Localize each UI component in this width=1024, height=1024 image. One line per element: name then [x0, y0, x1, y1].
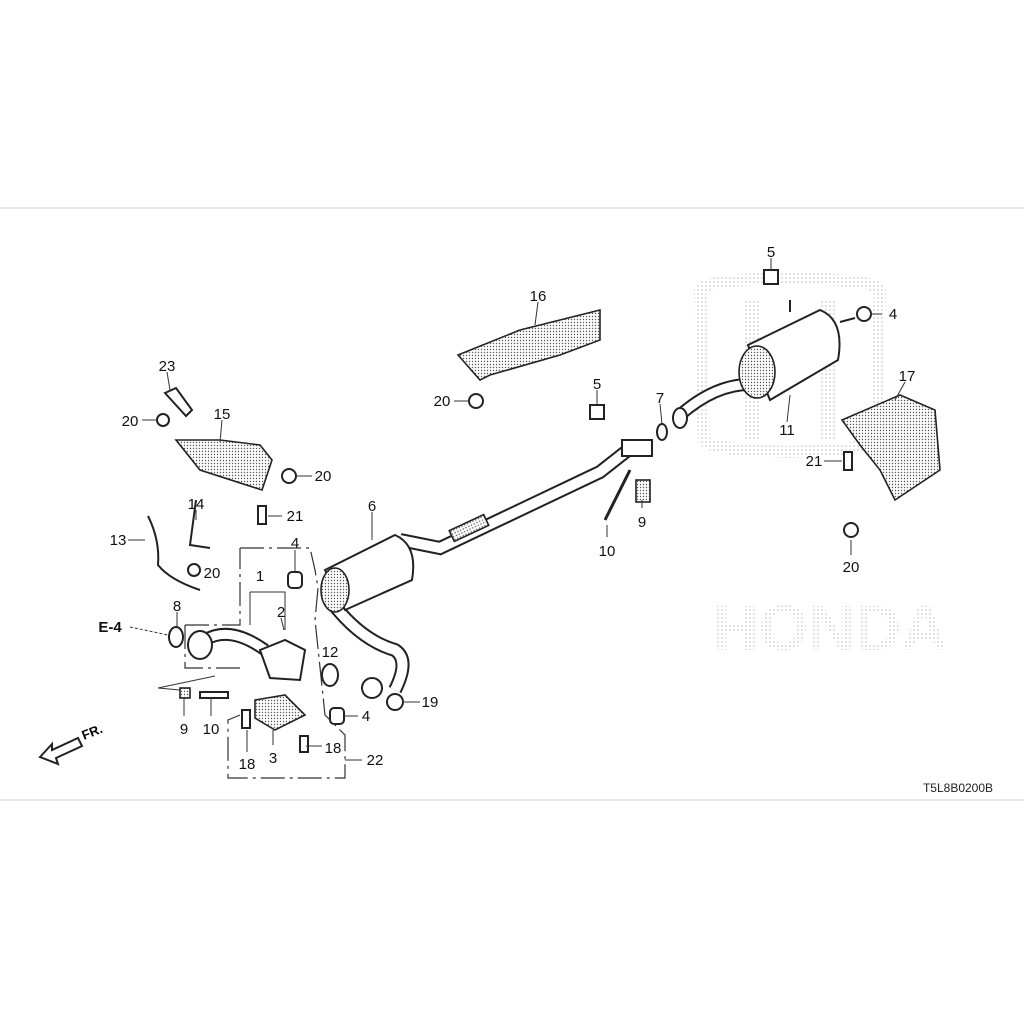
rear-muffler: [672, 300, 856, 429]
front-direction-arrow: FR.: [38, 721, 105, 766]
middle-muffler: [320, 533, 415, 613]
sensor-bracket-14: [188, 499, 211, 549]
callout: 4: [362, 708, 370, 725]
arrow-icon: [38, 736, 84, 766]
bracket-23: [163, 386, 194, 418]
callout: 17: [899, 368, 916, 385]
callout: 21: [287, 508, 304, 525]
callout: 23: [159, 358, 176, 375]
heat-shield-17: [840, 394, 941, 502]
callout: 5: [593, 376, 601, 393]
callout: 21: [806, 453, 823, 470]
callout: 4: [291, 535, 299, 552]
heat-shield-16: [456, 308, 601, 381]
assembly-22-bracket: [227, 547, 346, 779]
diagram-code: T5L8B0200B: [923, 781, 993, 795]
callout: 2: [277, 604, 285, 621]
callout: 11: [779, 422, 795, 439]
callout: 6: [368, 498, 376, 515]
heat-shield-15: [174, 439, 273, 492]
callout: 19: [422, 694, 439, 711]
callout: 4: [889, 306, 897, 323]
callout: 9: [180, 721, 188, 738]
callout-labels: 5 4 16 17 23 15 20 20 5 7 20 11 21 14 21…: [98, 244, 915, 773]
reference-e4: E-4: [98, 619, 122, 636]
callout: 1: [256, 568, 264, 585]
direction-label: FR.: [80, 721, 105, 743]
callout: 3: [269, 750, 277, 767]
oxygen-sensor-13: [147, 515, 201, 591]
callout: 18: [239, 756, 256, 773]
callout: 12: [322, 644, 339, 661]
callout: 20: [204, 565, 221, 582]
callout: 22: [367, 752, 384, 769]
callout: 9: [638, 514, 646, 531]
callout: 20: [434, 393, 451, 410]
exhaust-pipe-assembly: [320, 439, 653, 699]
callout: 18: [325, 740, 342, 757]
callout: 15: [214, 406, 231, 423]
converter-cover-3: [254, 694, 307, 731]
callout: 7: [656, 390, 664, 407]
callout: 20: [315, 468, 332, 485]
honda-logo-text: HONDA: [713, 592, 948, 664]
callout: 13: [110, 532, 127, 549]
catalytic-converter: [187, 627, 307, 731]
callout: 10: [599, 543, 616, 560]
callout: 10: [203, 721, 220, 738]
callout: 5: [767, 244, 775, 261]
callout: 14: [188, 496, 205, 513]
callout: 20: [122, 413, 139, 430]
callout: 8: [173, 598, 181, 615]
callout: 16: [530, 288, 547, 305]
callout: 20: [843, 559, 860, 576]
leader-lines: [128, 258, 906, 761]
